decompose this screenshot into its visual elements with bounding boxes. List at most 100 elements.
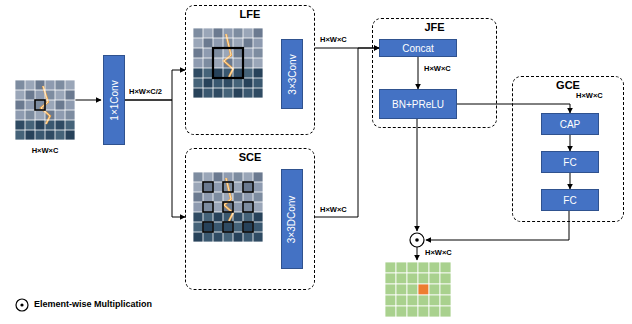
module-title: GCE xyxy=(513,79,623,91)
legend-dot xyxy=(20,303,23,306)
dilated-kernel-cell xyxy=(223,202,233,212)
image-cell xyxy=(223,232,233,242)
layer-box: 3×3DConv xyxy=(281,169,303,269)
grid-line xyxy=(15,140,75,141)
kernel-cell xyxy=(35,100,45,110)
multiply-symbol xyxy=(410,233,424,247)
layer-box: BN+PReLU xyxy=(379,89,457,119)
image-cell xyxy=(213,88,223,98)
grid-line xyxy=(193,242,263,243)
image-cell xyxy=(25,90,35,100)
image-cell xyxy=(55,120,65,130)
layer-box: FC xyxy=(541,151,599,173)
output-cell xyxy=(418,295,429,306)
image-cell xyxy=(253,48,263,58)
output-cell xyxy=(385,295,396,306)
image-cell xyxy=(203,38,213,48)
output-cell xyxy=(407,262,418,273)
image-cell xyxy=(193,212,203,222)
image-cell xyxy=(55,100,65,110)
image-cell xyxy=(193,78,203,88)
lightning xyxy=(224,178,233,221)
image-cell xyxy=(55,90,65,100)
grid-line xyxy=(193,172,263,173)
image-cell xyxy=(193,232,203,242)
output-cell xyxy=(396,262,407,273)
image-cell xyxy=(35,120,45,130)
module-frame: JFEConcatBN+PReLU xyxy=(372,18,497,128)
kernel-window xyxy=(213,48,243,78)
image-cell xyxy=(233,48,243,58)
grid-line xyxy=(193,58,263,59)
tensor-size: H×W×C xyxy=(31,146,60,155)
image-cell xyxy=(203,78,213,88)
layer-name: FC xyxy=(563,195,576,206)
grid-line xyxy=(65,80,66,140)
layer-name: 3×3Conv xyxy=(287,54,298,94)
image-cell xyxy=(253,192,263,202)
layer-name: 1×1Conv xyxy=(109,80,120,120)
skip-wire xyxy=(417,119,418,231)
image-cell xyxy=(65,130,75,140)
image-cell xyxy=(203,182,213,192)
weight-wire xyxy=(426,210,569,240)
image-cell xyxy=(223,222,233,232)
connector xyxy=(125,70,185,100)
dilated-kernel-cell xyxy=(203,202,213,212)
image-cell xyxy=(243,202,253,212)
lightning-core xyxy=(224,34,233,77)
image-cell xyxy=(233,202,243,212)
image-cell xyxy=(35,90,45,100)
image-cell xyxy=(233,58,243,68)
layer-box: 3×3Conv xyxy=(281,39,303,109)
image-cell xyxy=(213,182,223,192)
output-cell xyxy=(429,273,440,284)
output-cell xyxy=(396,295,407,306)
image-cell xyxy=(213,38,223,48)
image-cell xyxy=(233,78,243,88)
tensor-size: H×W×C xyxy=(319,205,348,214)
highlight-cell xyxy=(418,284,429,295)
image-cell xyxy=(233,212,243,222)
grid-line xyxy=(193,28,263,29)
image-cell xyxy=(55,130,65,140)
grid-line xyxy=(263,172,264,242)
legend-text: Element-wise Multiplication xyxy=(34,299,152,309)
image-cell xyxy=(213,48,223,58)
module-frame: LFE 3×3Conv xyxy=(185,5,315,135)
storm-image xyxy=(193,28,263,98)
image-cell xyxy=(253,28,263,38)
grid-line xyxy=(193,172,194,242)
image-cell xyxy=(253,38,263,48)
tensor-size: H×W×C xyxy=(424,248,453,257)
image-cell xyxy=(253,232,263,242)
image-cell xyxy=(243,28,253,38)
output-cell xyxy=(396,273,407,284)
module-title: LFE xyxy=(186,8,314,20)
image-cell xyxy=(203,58,213,68)
image-cell xyxy=(193,48,203,58)
dilated-kernel-cell xyxy=(223,182,233,192)
image-cell xyxy=(213,202,223,212)
output-cell xyxy=(429,306,440,317)
layer-box: 1×1Conv xyxy=(103,55,125,145)
image-cell xyxy=(223,88,233,98)
module-title: SCE xyxy=(186,151,314,163)
output-cell xyxy=(385,284,396,295)
image-cell xyxy=(253,172,263,182)
image-cell xyxy=(45,80,55,90)
image-cell xyxy=(253,58,263,68)
image-cell xyxy=(55,80,65,90)
storm-image xyxy=(193,172,263,242)
image-cell xyxy=(243,212,253,222)
image-cell xyxy=(213,222,223,232)
grid-line xyxy=(253,28,254,98)
image-cell xyxy=(253,212,263,222)
grid-line xyxy=(193,28,194,98)
image-cell xyxy=(233,68,243,78)
image-cell xyxy=(65,110,75,120)
image-cell xyxy=(243,48,253,58)
output-cell xyxy=(396,306,407,317)
dilated-kernel-cell xyxy=(243,222,253,232)
